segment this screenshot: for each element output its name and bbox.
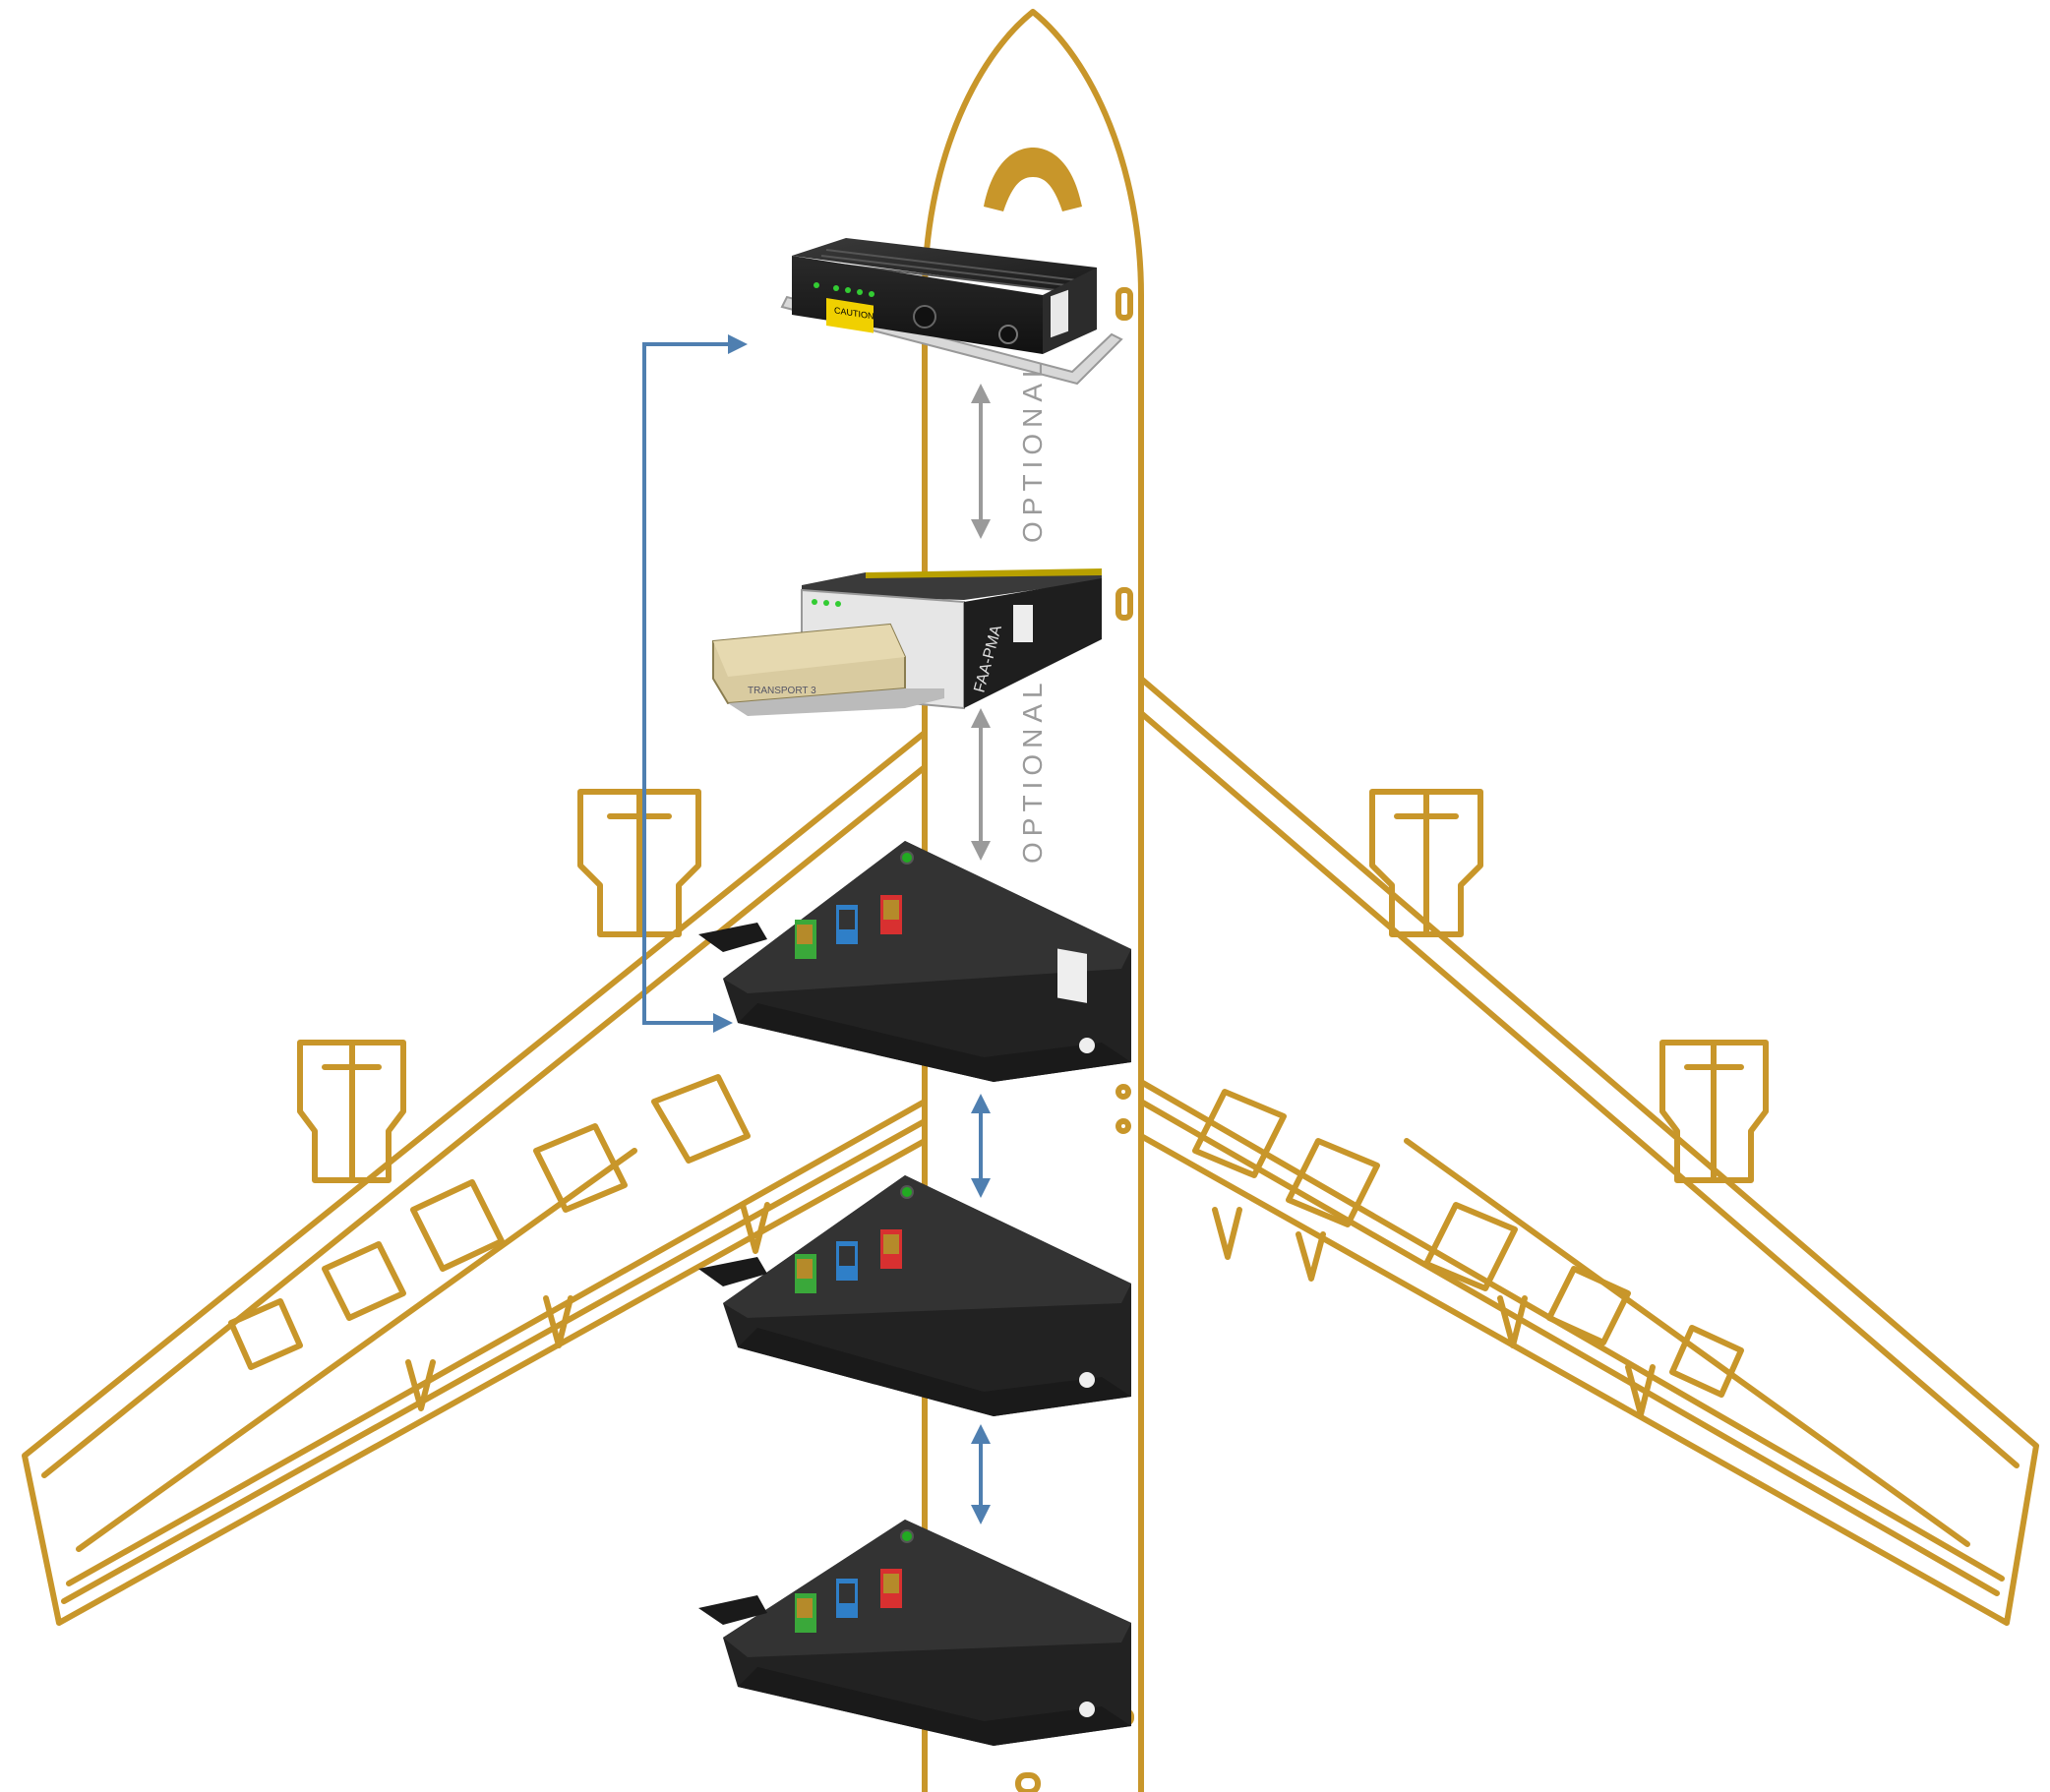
optional-label-top: OPTIONAL: [1017, 356, 1048, 543]
elbow-arrow-icon: [642, 334, 748, 1033]
access-point-device-1: [698, 841, 1131, 1082]
router-device: CAUTION: [780, 238, 1123, 386]
access-point-device-3: [698, 1520, 1131, 1746]
optional-label-bottom: OPTIONAL: [1017, 677, 1048, 864]
aircraft-outline-icon: [22, 9, 2039, 1792]
storage-device: FAA-PMA TRANSPORT 3: [712, 568, 1102, 716]
access-point-device-2: [698, 1175, 1131, 1416]
storage-cartridge-text: TRANSPORT 3: [748, 686, 816, 696]
